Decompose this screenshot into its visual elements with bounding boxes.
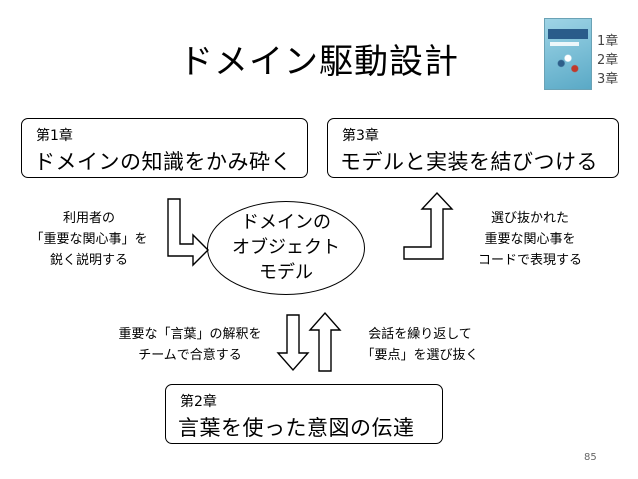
book-cover-thumbnail bbox=[544, 18, 592, 90]
chapter-list-item: 3章 bbox=[597, 72, 619, 87]
book-cover-band bbox=[548, 29, 588, 39]
chapter-list-item: 2章 bbox=[597, 53, 619, 68]
note-line: 鋭く説明する bbox=[49, 253, 128, 268]
chapter-list-item: 1章 bbox=[597, 34, 619, 49]
arrow-up-icon bbox=[308, 311, 342, 372]
chapter3-box: 第3章 モデルと実装を結びつける bbox=[327, 118, 619, 178]
slide-title: ドメイン駆動設計 bbox=[179, 42, 459, 82]
left-note: 利用者の 「重要な関心事」を 鋭く説明する bbox=[10, 208, 168, 271]
book-cover-graphic bbox=[551, 53, 585, 79]
bottom-right-note: 会話を繰り返して 「要点」を選び抜く bbox=[345, 324, 495, 366]
center-model-label: ドメインの オブジェクト モデル bbox=[207, 210, 365, 285]
note-line: 会話を繰り返して bbox=[368, 327, 472, 342]
center-model-ellipse bbox=[207, 201, 365, 295]
arrow-down-right-icon bbox=[167, 198, 209, 267]
chapter2-name: 言葉を使った意図の伝達 bbox=[178, 416, 415, 440]
page-number: 85 bbox=[584, 452, 597, 463]
chapter2-box: 第2章 言葉を使った意図の伝達 bbox=[165, 384, 443, 444]
bottom-left-note: 重要な「言葉」の解釈を チームで合意する bbox=[100, 324, 280, 366]
arrow-down-icon bbox=[276, 314, 310, 372]
note-line: コードで表現する bbox=[477, 253, 582, 268]
center-line: オブジェクト bbox=[232, 237, 340, 258]
chapter1-box: 第1章 ドメインの知識をかみ砕く bbox=[21, 118, 308, 178]
center-line: ドメインの bbox=[241, 212, 331, 233]
arrow-right-up-icon bbox=[403, 191, 454, 260]
note-line: 重要な関心事を bbox=[484, 232, 576, 247]
note-line: 利用者の bbox=[62, 211, 115, 226]
book-cover-subtitle-bar bbox=[550, 42, 579, 46]
note-line: チームで合意する bbox=[138, 348, 242, 363]
chapter1-name: ドメインの知識をかみ砕く bbox=[34, 150, 292, 174]
note-line: 「要点」を選び抜く bbox=[361, 348, 479, 363]
center-line: モデル bbox=[259, 262, 313, 283]
chapter3-name: モデルと実装を結びつける bbox=[340, 150, 598, 174]
note-line: 「重要な関心事」を bbox=[30, 232, 148, 247]
note-line: 重要な「言葉」の解釈を bbox=[118, 327, 262, 342]
chapter1-number: 第1章 bbox=[36, 128, 73, 144]
chapter2-number: 第2章 bbox=[180, 394, 217, 410]
note-line: 選び抜かれた bbox=[490, 211, 569, 226]
right-note: 選び抜かれた 重要な関心事を コードで表現する bbox=[455, 208, 605, 271]
chapter3-number: 第3章 bbox=[342, 128, 379, 144]
chapter-list: 1章 2章 3章 bbox=[597, 32, 637, 89]
